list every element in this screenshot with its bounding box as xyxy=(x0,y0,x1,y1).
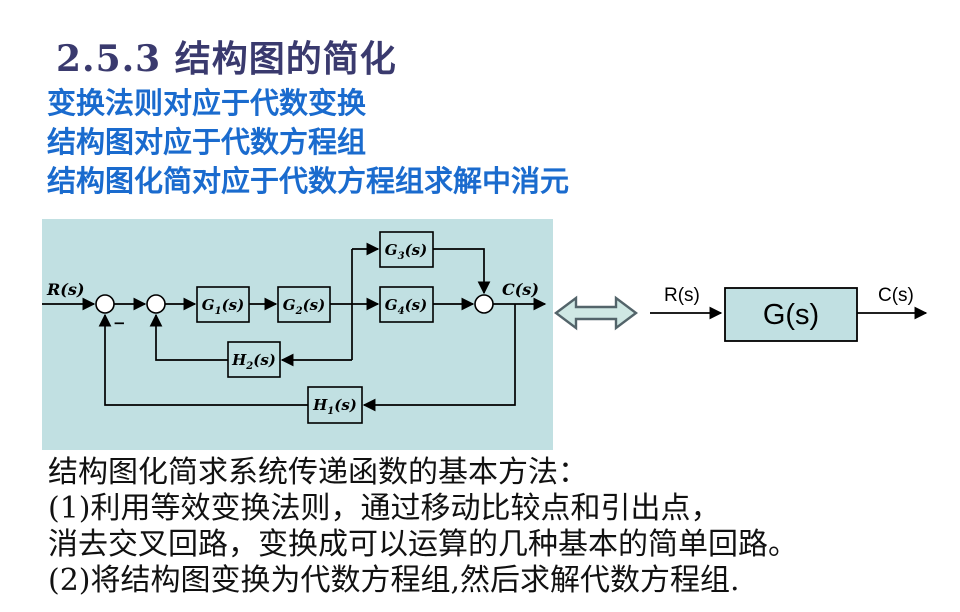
block-h1 xyxy=(307,386,363,424)
summing-junction-1 xyxy=(95,294,115,314)
block-h1-label: H1(s) xyxy=(312,396,357,417)
h2-to-junction2-line xyxy=(149,313,228,361)
block-h2 xyxy=(227,341,281,378)
output-to-h1-line xyxy=(362,304,516,412)
diagram-background-panel xyxy=(42,219,553,450)
block-g1-label: G1(s) xyxy=(202,296,244,317)
intro-line-2: 结构图对应于代数方程组 xyxy=(47,125,367,159)
summing-junction-2 xyxy=(146,294,166,314)
notes-line-2: (1)利用等效变换法则，通过移动比较点和引出点， xyxy=(48,491,721,526)
block-g2-label: G2(s) xyxy=(283,296,325,317)
notes-line-1: 结构图化简求系统传递函数的基本方法： xyxy=(48,455,588,490)
block-h2-label: H2(s) xyxy=(231,351,276,372)
minus-sign-label: − xyxy=(113,314,126,332)
simplified-block-g xyxy=(724,287,858,342)
block-g2 xyxy=(277,286,331,323)
simplified-input-label: R(s) xyxy=(664,285,700,306)
summing-junction-3 xyxy=(474,294,494,314)
intro-line-3: 结构图化简对应于代数方程组求解中消元 xyxy=(47,164,570,198)
equivalence-double-arrow-icon xyxy=(554,295,638,331)
block-diagram-figure: − G1(s) G2(s) G3(s) G4(s) H2(s) H1(s) R(… xyxy=(42,219,928,450)
simplified-output-label: C(s) xyxy=(878,285,914,306)
h1-to-junction1-line xyxy=(98,313,308,406)
intro-line-1: 变换法则对应于代数变换 xyxy=(47,86,367,120)
intro-text-block: 变换法则对应于代数变换 结构图对应于代数方程组 结构图化简对应于代数方程组求解中… xyxy=(47,84,569,201)
block-g3 xyxy=(379,231,434,268)
notes-line-3: 消去交叉回路，变换成可以运算的几种基本的简单回路。 xyxy=(48,527,798,562)
block-g4 xyxy=(379,286,434,323)
slide-title: 2.5.3 结构图的简化 xyxy=(56,38,397,80)
block-g3-label: G3(s) xyxy=(385,241,427,262)
g3-to-junction3-line xyxy=(433,248,491,295)
input-signal-label: R(s) xyxy=(46,280,84,299)
notes-text-block: 结构图化简求系统传递函数的基本方法： (1)利用等效变换法则，通过移动比较点和引… xyxy=(48,455,798,599)
notes-line-4: (2)将结构图变换为代数方程组,然后求解代数方程组. xyxy=(48,563,740,598)
block-g4-label: G4(s) xyxy=(385,296,427,317)
simplified-block-label: G(s) xyxy=(763,299,819,331)
output-signal-label: C(s) xyxy=(502,280,539,299)
block-g1 xyxy=(196,286,250,323)
